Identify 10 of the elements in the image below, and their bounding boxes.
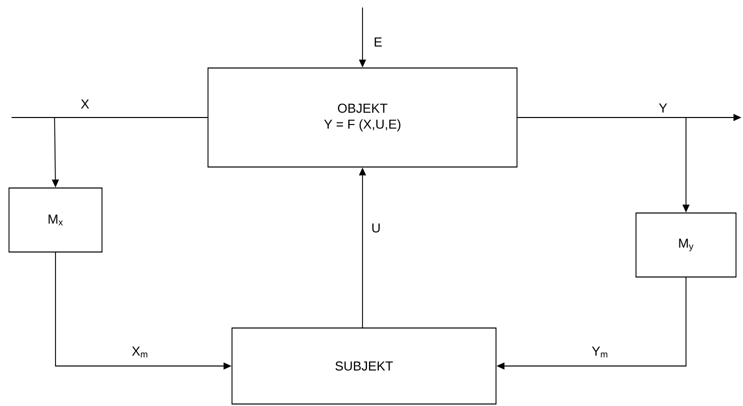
block-box: OBJEKT Y = F (X,U,E) — [208, 68, 518, 168]
block-box: SUBJEKT — [232, 328, 496, 404]
edge-label: X$_{m}$ — [132, 346, 148, 358]
edge-label: X — [80, 100, 90, 108]
block-box: M$_{x}$ — [8, 188, 102, 252]
edge-label: Y$_{m}$ — [592, 346, 608, 358]
edge-label: Y — [658, 104, 668, 112]
edge-label: U — [372, 224, 380, 233]
edge-label: E — [374, 38, 382, 46]
block-box: M$_{y}$ — [636, 212, 736, 278]
